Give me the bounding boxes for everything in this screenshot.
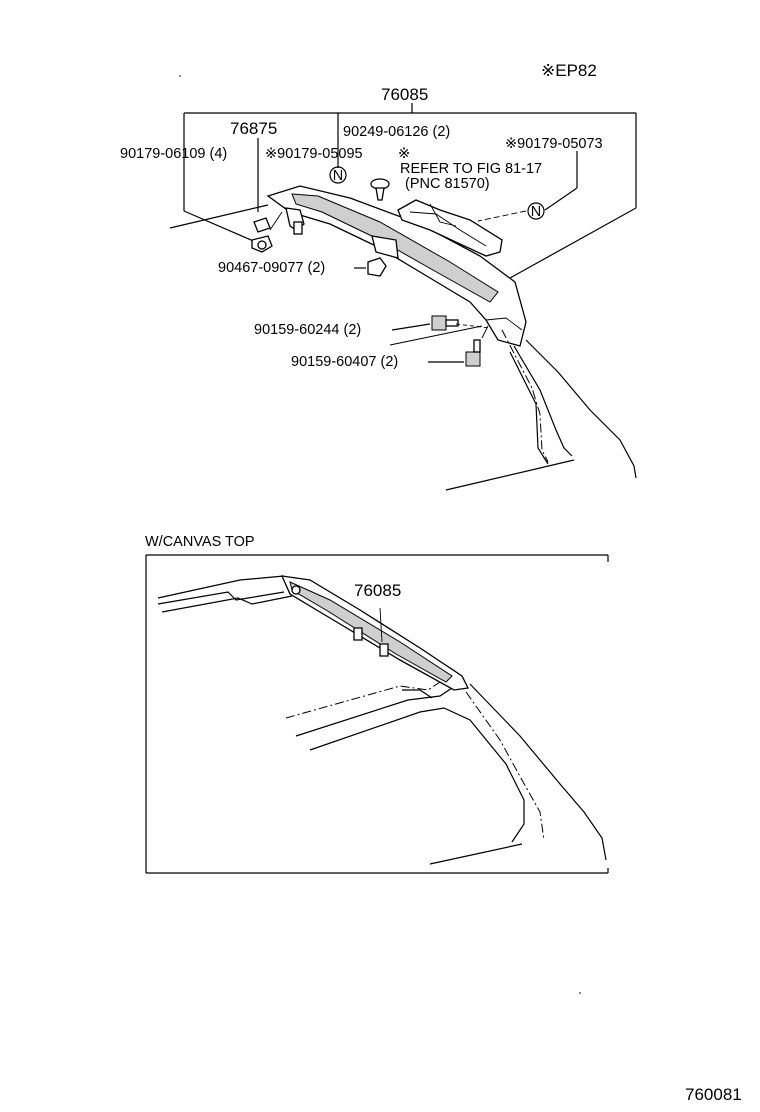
variant-code: ※EP82 — [541, 61, 597, 80]
figure-number: 760081 — [685, 1085, 742, 1104]
clip-90179-06109 — [251, 235, 273, 253]
callout-90159-60244: 90159-60244 (2) — [254, 322, 361, 338]
screw-90249-06126 — [370, 178, 390, 201]
refer-mark: ※ — [398, 146, 410, 162]
canvas-spoiler — [280, 575, 469, 691]
n-badge-right: N — [527, 202, 545, 220]
callout-90179-06109: 90179-06109 (4) — [120, 146, 227, 162]
callout-90159-60407: 90159-60407 (2) — [291, 354, 398, 370]
canvas-callout-76085: 76085 — [354, 581, 401, 600]
refer-pnc-text: (PNC 81570) — [405, 176, 490, 192]
fastener-leaders — [354, 267, 491, 363]
n-badge-left-text: N — [333, 168, 343, 184]
callout-90179-05073: ※90179-05073 — [505, 136, 603, 152]
canvas-view-title: W/CANVAS TOP — [145, 534, 255, 550]
n-badge-right-text: N — [531, 204, 541, 220]
callout-90467-09077: 90467-09077 (2) — [218, 260, 325, 276]
canvas-inset-frame — [145, 554, 609, 874]
callout-76875: 76875 — [230, 119, 277, 138]
refer-fig-text: REFER TO FIG 81-17 — [400, 161, 542, 177]
callout-90179-05095: ※90179-05095 — [265, 146, 363, 162]
n-badge-left: N — [329, 166, 347, 184]
grommet-76875 — [253, 217, 271, 233]
rear-spoiler — [266, 185, 527, 347]
nut-90467-09077 — [367, 257, 387, 277]
speck — [179, 75, 181, 77]
callout-76085: 76085 — [381, 85, 428, 104]
callout-bracket-76085 — [183, 103, 637, 279]
leader-90179-05073 — [477, 151, 578, 222]
body-outline-top — [445, 329, 637, 491]
stop-lamp — [397, 199, 503, 257]
speck — [579, 992, 581, 994]
callout-90249-06126: 90249-06126 (2) — [343, 124, 450, 140]
bolt-90159-60407 — [465, 339, 481, 367]
canvas-body-outline — [157, 575, 607, 865]
bolt-90159-60244 — [431, 315, 459, 331]
